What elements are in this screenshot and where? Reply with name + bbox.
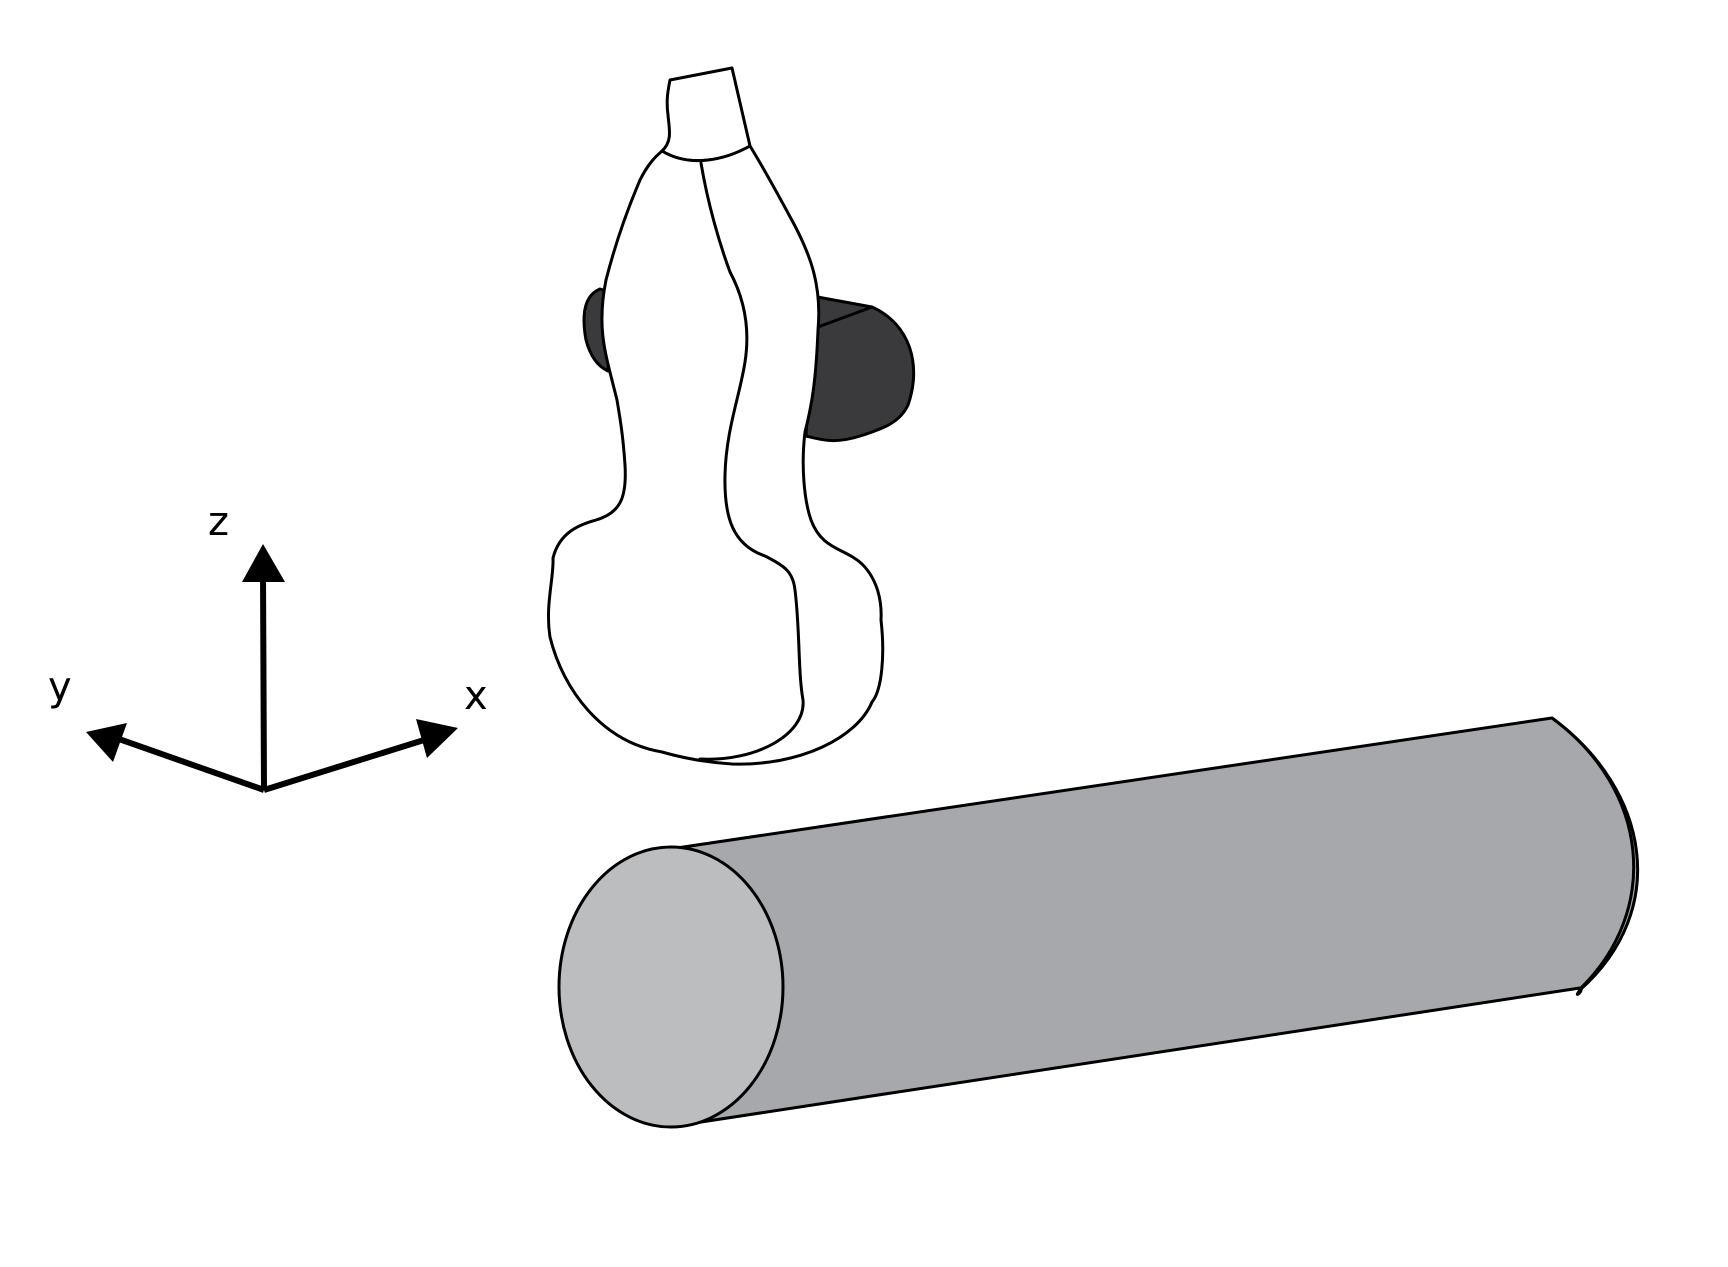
cylinder-far-cap [1551, 716, 1636, 990]
probe-cable-edge [816, 305, 874, 329]
x-axis-label: x [464, 673, 488, 719]
z-axis-line [260, 573, 267, 791]
cylinder-front-cap [557, 845, 785, 1129]
z-axis-arrowhead [242, 544, 285, 582]
z-axis-label: z [208, 499, 229, 545]
probe-neck [660, 66, 752, 163]
y-axis-label: y [48, 664, 72, 710]
cylinder-phantom-icon [557, 716, 1640, 1129]
x-axis-line [263, 737, 425, 793]
ultrasound-probe-icon [546, 66, 916, 766]
y-axis-line [115, 735, 265, 793]
coordinate-axes-icon [115, 573, 425, 793]
x-axis-arrowhead [416, 719, 458, 758]
cylinder-side [668, 716, 1640, 1126]
probe-cable-right [804, 294, 916, 443]
probe-seam [698, 161, 805, 761]
y-axis-arrowhead [86, 723, 127, 762]
probe-housing [546, 144, 885, 766]
